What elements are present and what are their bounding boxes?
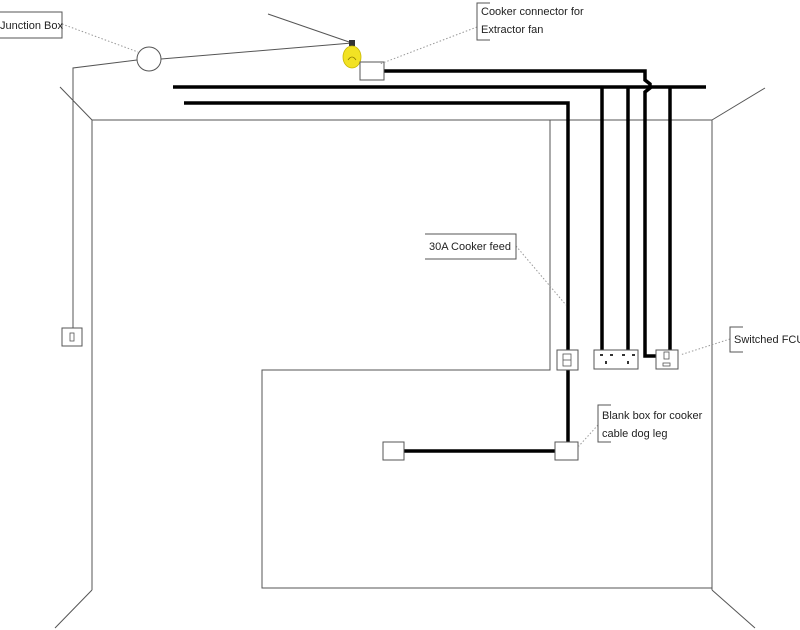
cooker-connector-box bbox=[359, 61, 385, 81]
floor-right-corner bbox=[711, 589, 756, 629]
junction-box-leader bbox=[61, 23, 139, 53]
ceiling-cable-in bbox=[267, 13, 353, 44]
cooker-connector-label-line2: Extractor fan bbox=[481, 24, 543, 36]
cooker-feed-bracket bbox=[425, 233, 517, 260]
ceiling-right-corner bbox=[711, 87, 766, 121]
floor-left-corner bbox=[54, 589, 93, 629]
power-cables bbox=[173, 69, 706, 453]
accessories bbox=[359, 61, 679, 461]
socket-pins bbox=[600, 354, 635, 364]
junction-box-bracket bbox=[0, 11, 63, 39]
cooker-connector-leader bbox=[379, 26, 478, 65]
blank-box-bracket bbox=[597, 404, 611, 443]
cooker-connector-label-line1: Cooker connector for bbox=[481, 6, 584, 18]
cable-junction-to-light bbox=[160, 42, 353, 60]
switched-fcu-box bbox=[655, 349, 679, 370]
cable-junction-to-switch bbox=[72, 59, 138, 328]
extractor-fan-cable bbox=[384, 69, 658, 358]
bulb-icon bbox=[342, 40, 362, 69]
labels: Junction Box Cooker connector for Extrac… bbox=[0, 6, 800, 440]
blank-box-label-line1: Blank box for cooker bbox=[602, 410, 703, 422]
blank-box-leader bbox=[577, 424, 599, 448]
fcu-leader bbox=[679, 338, 731, 356]
double-socket bbox=[593, 349, 639, 370]
fcu-bracket bbox=[729, 326, 743, 353]
switched-fcu-label: Switched FCU bbox=[734, 334, 800, 346]
blank-box bbox=[554, 441, 579, 461]
leader-lines bbox=[61, 23, 731, 448]
junction-box bbox=[136, 46, 162, 72]
cooker-feed-cable bbox=[184, 101, 570, 448]
ceiling-left-corner bbox=[59, 86, 93, 121]
lighting-circuit bbox=[61, 13, 353, 347]
cooker-connector-bracket bbox=[476, 2, 490, 41]
junction-box-label: Junction Box bbox=[0, 20, 63, 32]
room-outline bbox=[54, 86, 766, 629]
cooker-feed-label: 30A Cooker feed bbox=[429, 241, 511, 253]
callout-brackets bbox=[0, 2, 743, 443]
cooker-feed-leader bbox=[515, 245, 567, 306]
light-switch bbox=[61, 327, 83, 347]
light-switch-rocker bbox=[69, 332, 75, 342]
blank-box-label-line2: cable dog leg bbox=[602, 428, 667, 440]
cooker-outlet-box bbox=[382, 441, 405, 461]
